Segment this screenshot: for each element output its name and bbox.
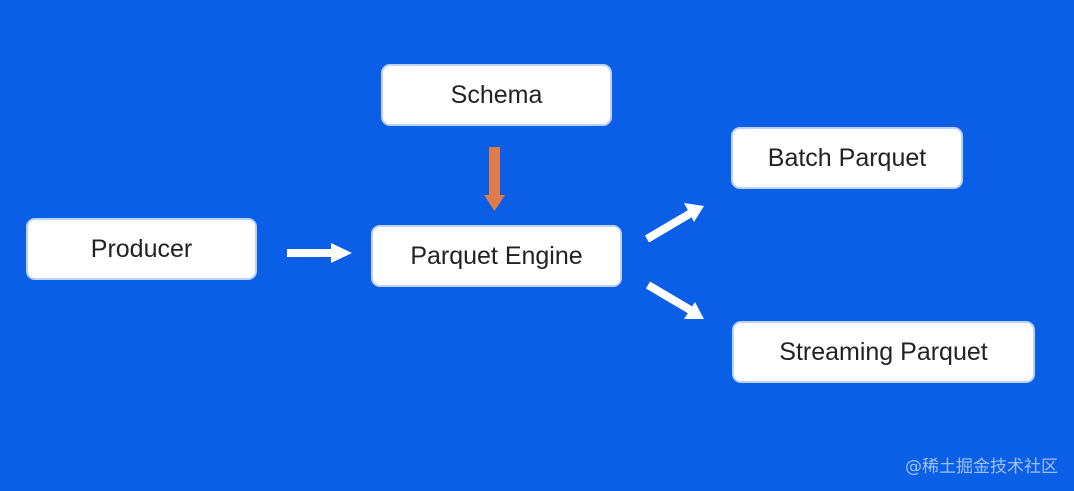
node-producer-label: Producer xyxy=(90,234,193,263)
arrow-engine-to-batch xyxy=(644,203,704,243)
node-batch-parquet-label: Batch Parquet xyxy=(767,143,927,172)
node-streaming-parquet: Streaming Parquet xyxy=(732,321,1035,383)
node-parquet-engine: Parquet Engine xyxy=(371,225,622,287)
watermark: @稀土掘金技术社区 xyxy=(905,457,1058,477)
node-schema: Schema xyxy=(381,64,612,126)
node-streaming-parquet-label: Streaming Parquet xyxy=(779,337,988,366)
node-parquet-engine-label: Parquet Engine xyxy=(410,241,583,270)
arrow-producer-to-engine xyxy=(287,243,352,263)
node-schema-label: Schema xyxy=(450,80,543,109)
node-batch-parquet: Batch Parquet xyxy=(731,127,963,189)
arrow-schema-to-engine xyxy=(484,147,505,211)
node-producer: Producer xyxy=(26,218,257,280)
arrow-engine-to-streaming xyxy=(645,281,704,319)
